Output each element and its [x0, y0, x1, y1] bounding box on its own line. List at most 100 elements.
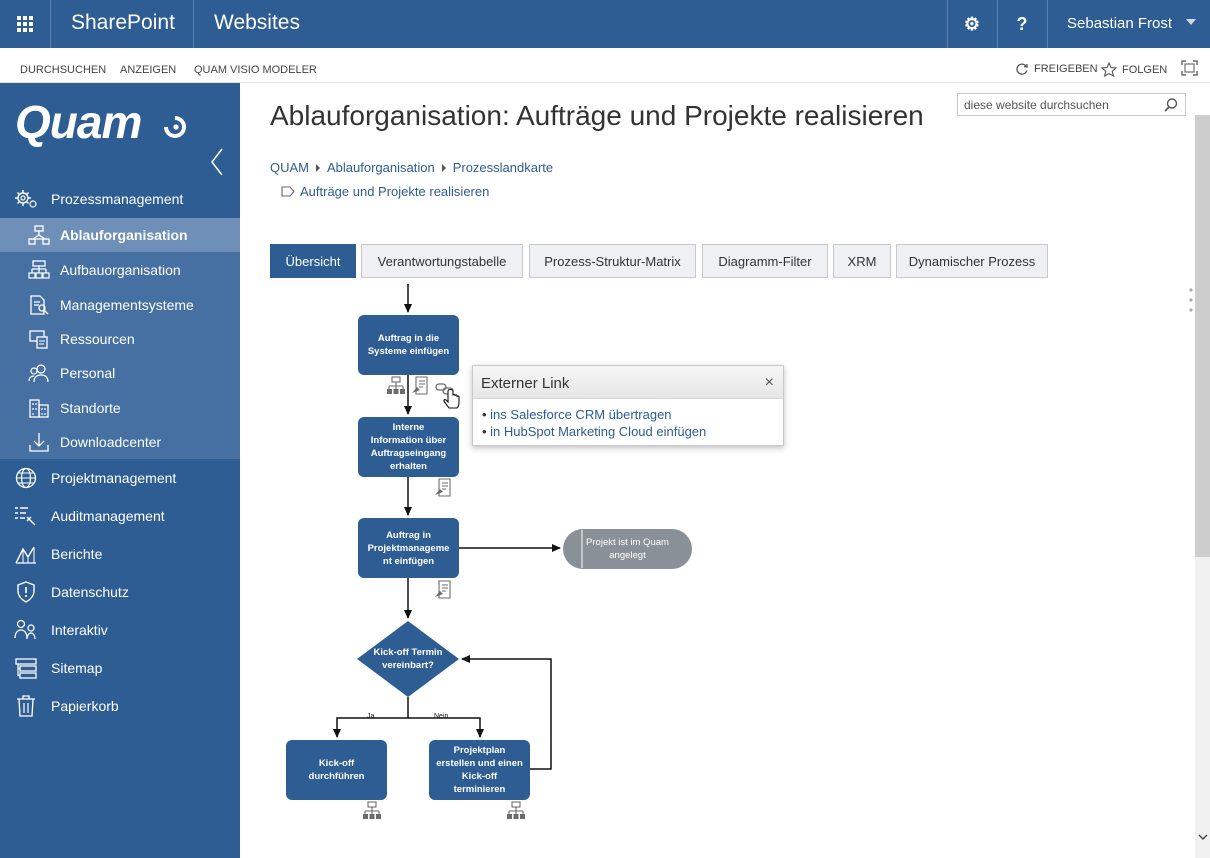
sidebar-item-label: Projektmanagement — [51, 470, 177, 486]
sidebar-item-managementsysteme[interactable]: Managementsysteme — [0, 288, 240, 322]
scrollbar-thumb[interactable] — [1195, 115, 1210, 557]
chevron-down-icon[interactable] — [1196, 830, 1210, 844]
sidebar-item-aufbauorganisation[interactable]: Aufbauorganisation — [0, 253, 240, 287]
ribbon: DURCHSUCHEN ANZEIGEN QUAM VISIO MODELER … — [0, 48, 1210, 83]
external-link-popup: Externer Link × • ins Salesforce CRM übe… — [472, 365, 784, 446]
sidebar-item-projektmanagement[interactable]: Projektmanagement — [0, 461, 240, 495]
settings-button[interactable]: ⚙ — [947, 0, 997, 48]
sidebar-item-interaktiv[interactable]: Interaktiv — [0, 613, 240, 647]
ribbon-tab-browse[interactable]: DURCHSUCHEN — [20, 64, 107, 76]
tab-responsibility-table[interactable]: Verantwortungstabelle — [361, 244, 523, 278]
share-icon — [1016, 63, 1028, 75]
focus-mode-icon[interactable] — [1181, 60, 1198, 76]
sidebar-item-label: Managementsysteme — [60, 297, 194, 313]
tab-process-structure-matrix[interactable]: Prozess-Struktur-Matrix — [529, 244, 696, 278]
sidebar-item-label: Prozessmanagement — [51, 191, 184, 207]
breadcrumb: QUAM Ablauforganisation Prozesslandkarte — [270, 160, 553, 175]
tab-dynamic-process[interactable]: Dynamischer Prozess — [896, 244, 1048, 278]
sidebar-item-label: Aufbauorganisation — [60, 262, 181, 278]
process-step-box[interactable] — [358, 315, 459, 375]
popup-title: Externer Link — [481, 375, 570, 392]
document-icon[interactable] — [435, 478, 451, 497]
sidebar-item-berichte[interactable]: Berichte — [0, 537, 240, 571]
download-icon — [27, 432, 51, 452]
star-icon — [1101, 62, 1117, 77]
process-tag-icon — [281, 186, 295, 197]
globe-icon — [14, 467, 38, 489]
follow-button[interactable]: FOLGEN — [1101, 62, 1167, 77]
help-button[interactable]: ? — [997, 0, 1047, 48]
follow-label: FOLGEN — [1122, 63, 1168, 76]
search-input[interactable]: diese website durchsuchen — [957, 93, 1186, 116]
ribbon-tab-view[interactable]: ANZEIGEN — [120, 64, 177, 76]
document-icon[interactable] — [435, 580, 451, 599]
tab-diagram-filter[interactable]: Diagramm-Filter — [702, 244, 828, 278]
more-options-icon[interactable] — [1188, 286, 1194, 316]
people-icon — [27, 363, 51, 383]
process-step-box[interactable] — [358, 417, 459, 477]
breadcrumb-link[interactable]: QUAM — [270, 160, 309, 175]
end-event-shape[interactable] — [563, 529, 692, 569]
sidebar-item-ablauforganisation[interactable]: Ablauforganisation — [0, 218, 240, 252]
sidebar-item-sitemap[interactable]: Sitemap — [0, 651, 240, 685]
search-icon[interactable] — [1163, 97, 1179, 113]
app-launcher-button[interactable] — [0, 0, 50, 48]
subprocess-icon[interactable] — [387, 376, 405, 394]
sidebar-item-label: Datenschutz — [51, 584, 129, 600]
hubspot-link[interactable]: in HubSpot Marketing Cloud einfügen — [490, 424, 707, 439]
gear-process-icon — [14, 189, 38, 209]
suite-brand[interactable]: SharePoint — [71, 11, 175, 34]
process-step-box[interactable] — [286, 740, 387, 800]
sidebar-item-label: Auditmanagement — [51, 508, 165, 524]
tab-overview[interactable]: Übersicht — [270, 244, 356, 278]
scrollbar[interactable] — [1195, 115, 1210, 858]
suite-divider — [50, 0, 51, 48]
sidebar-item-process-management[interactable]: Prozessmanagement — [0, 182, 240, 216]
sidebar-item-label: Papierkorb — [51, 698, 119, 714]
sidebar-item-personal[interactable]: Personal — [0, 356, 240, 390]
sidebar-item-label: Ablauforganisation — [60, 227, 188, 243]
close-icon[interactable]: × — [764, 374, 774, 391]
current-page-label: Aufträge und Projekte realisieren — [300, 184, 490, 199]
salesforce-link[interactable]: ins Salesforce CRM übertragen — [490, 407, 672, 422]
document-icon[interactable] — [412, 376, 428, 395]
process-step-box[interactable] — [358, 518, 459, 578]
share-button[interactable]: FREIGEBEN — [1015, 62, 1098, 76]
sidebar-item-papierkorb[interactable]: Papierkorb — [0, 689, 240, 723]
current-page-link[interactable]: Aufträge und Projekte realisieren — [281, 184, 489, 199]
sidebar-item-auditmanagement[interactable]: Auditmanagement — [0, 499, 240, 533]
user-menu[interactable]: Sebastian Frost — [1067, 15, 1173, 32]
sidebar-item-downloadcenter[interactable]: Downloadcenter — [0, 425, 240, 459]
list-item: • in HubSpot Marketing Cloud einfügen — [482, 424, 707, 439]
chevron-down-icon[interactable] — [1186, 19, 1196, 25]
sidebar-item-label: Ressourcen — [60, 331, 135, 347]
quam-logo: Quam — [15, 96, 142, 148]
branch-label-no: Nein — [434, 713, 449, 720]
subprocess-icon[interactable] — [363, 801, 381, 819]
chart-icon — [14, 544, 38, 564]
breadcrumb-link[interactable]: Prozesslandkarte — [452, 160, 554, 175]
breadcrumb-separator-icon — [316, 163, 320, 172]
process-step-box[interactable] — [429, 740, 530, 800]
popup-link-list: • ins Salesforce CRM übertragen • in Hub… — [473, 399, 783, 440]
flow-icon — [27, 225, 51, 245]
sidebar-item-ressourcen[interactable]: Ressourcen — [0, 322, 240, 356]
suite-divider — [997, 0, 998, 48]
hand-cursor-icon — [443, 388, 460, 409]
sidebar-item-standorte[interactable]: Standorte — [0, 391, 240, 425]
decision-diamond[interactable] — [357, 621, 459, 697]
subprocess-icon[interactable] — [507, 801, 525, 819]
collapse-sidebar-icon[interactable] — [207, 147, 229, 177]
suite-site-title[interactable]: Websites — [214, 11, 300, 34]
breadcrumb-link[interactable]: Ablauforganisation — [327, 160, 435, 175]
tab-xrm[interactable]: XRM — [833, 244, 891, 278]
ribbon-tab-visio-modeler[interactable]: QUAM VISIO MODELER — [194, 64, 317, 76]
sidebar-item-datenschutz[interactable]: Datenschutz — [0, 575, 240, 609]
connector-arrow-yes — [333, 697, 409, 738]
suite-divider — [193, 0, 194, 48]
audit-icon — [14, 506, 38, 526]
